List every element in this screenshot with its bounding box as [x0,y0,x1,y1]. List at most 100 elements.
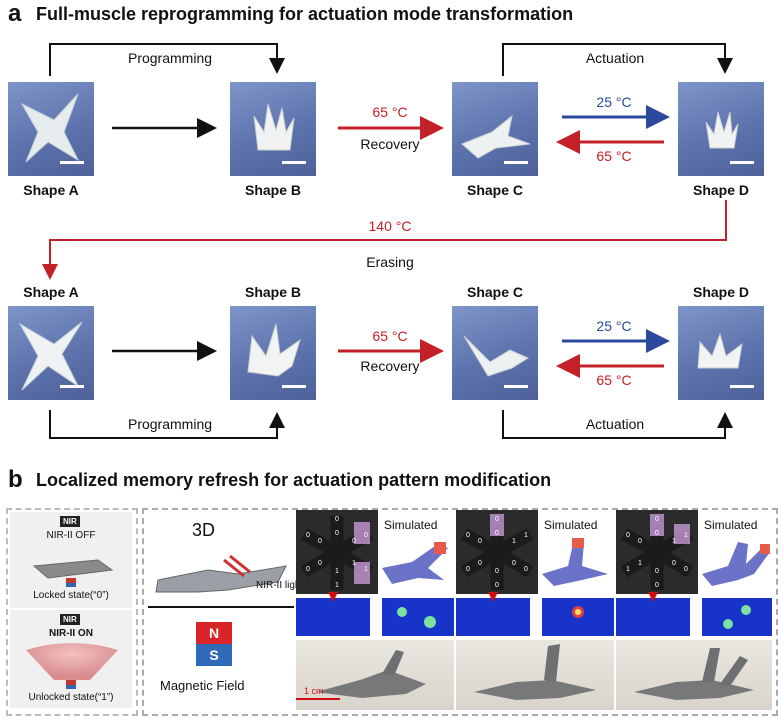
col2-hexapod-icon [460,514,534,590]
col3-hexapod-icon [620,514,694,590]
col1-thermal-b [382,598,454,636]
ground-line [148,606,294,608]
row2-shape-c-label: Shape C [466,284,523,300]
row1-cool-temp: 25 °C [596,94,632,110]
state-digit: 1 [352,560,356,567]
state-digit: 0 [655,516,659,523]
col3-result-photo [616,640,772,710]
unlocked-state-panel: NIR NIR-II ON Unlocked state(“1”) [10,610,132,708]
state-digit: 1 [512,538,516,545]
state-digit: 0 [655,582,659,589]
col3-pattern-photo [616,510,698,594]
state-digit: 0 [466,566,470,573]
state-digit: 0 [335,530,339,537]
col1-pattern-photo [296,510,378,594]
unlocked-state-label: Unlocked state(“1”) [28,692,114,703]
col1-crawler-icon [316,650,426,698]
row2-cool-temp: 25 °C [596,318,632,334]
row1-shape-d-label: Shape D [692,182,749,198]
cross-sheet-schematic [155,554,287,593]
row1-programming-label: Programming [127,50,213,66]
col2-result-photo [456,640,614,710]
row2-shape-d-label: Shape D [692,284,749,300]
col3-hotspot-icon [723,605,751,629]
row1-shape-c-photo [452,82,538,176]
panel-b-title: Localized memory refresh for actuation p… [36,470,552,490]
state-digit: 0 [352,538,356,545]
state-digit: 1 [364,566,368,573]
row2-actuation-bracket [502,410,733,439]
col2-thermal-b [542,598,614,636]
tulip-shape-icon [253,103,295,151]
tulip-shape-icon-2 [705,111,739,149]
refresh-demo-box [142,508,778,716]
row2-shape-d-photo [678,306,764,400]
state-digit: 0 [478,560,482,567]
row2-programming-label: Programming [127,416,213,432]
state-digit: 0 [524,566,528,573]
col2-thermal-a [456,598,530,636]
scale-bar [296,698,340,700]
nir-on-label: NIR-II ON [49,628,93,639]
col2-down-arrow-icon [488,592,498,602]
state-digit: 1 [684,532,688,539]
col3-crawler-icon [634,648,754,700]
state-digit: 1 [626,566,630,573]
col1-hexapod-icon [300,516,374,590]
state-digit: 0 [478,538,482,545]
state-digit: 1 [524,532,528,539]
row1-actuation-label: Actuation [585,50,645,66]
col3-simulation-icon [702,542,770,586]
panel-a-letter: a [8,0,22,27]
row1-actuation-bracket [502,43,733,76]
col3-thermal-a [616,598,690,636]
row2-shape-a-photo [8,306,94,400]
row1-shape-a-photo [8,82,94,176]
state-digit: 0 [655,568,659,575]
col2-simulation-icon [542,538,608,586]
state-digit: 0 [335,516,339,523]
col3-thermal-b [702,598,772,636]
row1-reheat-temp: 65 °C [596,148,632,164]
col2-crawler-icon [474,644,596,700]
col1-simulated-label: Simulated [384,518,438,532]
state-digit: 0 [655,530,659,537]
nir-badge-off: NIR [60,516,80,527]
row2-programming-bracket [49,410,285,439]
state-digit: 0 [672,560,676,567]
panel-a-arrows [42,43,733,439]
state-digit: 0 [495,582,499,589]
state-digit: 1 [672,538,676,545]
row1-shape-c-label: Shape C [466,182,523,198]
state-digit: 0 [626,532,630,539]
row2-shape-b-label: Shape B [244,284,301,300]
nir-badge-on: NIR [60,614,80,625]
col3-down-arrow-icon [648,592,658,602]
row1-shape-a-label: Shape A [23,182,79,198]
bird-shape-icon [247,323,301,377]
col1-simulation-icon [382,542,448,584]
state-digit: 0 [495,568,499,575]
state-digit: 0 [306,566,310,573]
flat-curled-shape-icon [461,114,531,159]
state-digit: 0 [638,538,642,545]
col2-pattern-photo [456,510,538,594]
state-digit: 0 [495,516,499,523]
state-digit: 0 [466,532,470,539]
row2-shape-a-label: Shape A [23,284,79,300]
panel-a-title: Full-muscle reprogramming for actuation … [36,4,574,24]
state-digit: 0 [306,532,310,539]
state-digit: 0 [684,566,688,573]
unlocked-glow-icon [26,643,118,689]
magnet-south: S [196,644,232,666]
state-digit: 0 [318,560,322,567]
state-box [6,508,138,716]
erasing-label: Erasing [366,254,414,270]
panel-b-letter: b [8,466,23,493]
row2-heat-temp: 65 °C [372,328,408,344]
col1-hotspot-icon [397,607,436,628]
nir-off-label: NIR-II OFF [46,530,96,541]
state-digit: 1 [638,560,642,567]
locked-state-label: Locked state(“0”) [33,590,109,601]
